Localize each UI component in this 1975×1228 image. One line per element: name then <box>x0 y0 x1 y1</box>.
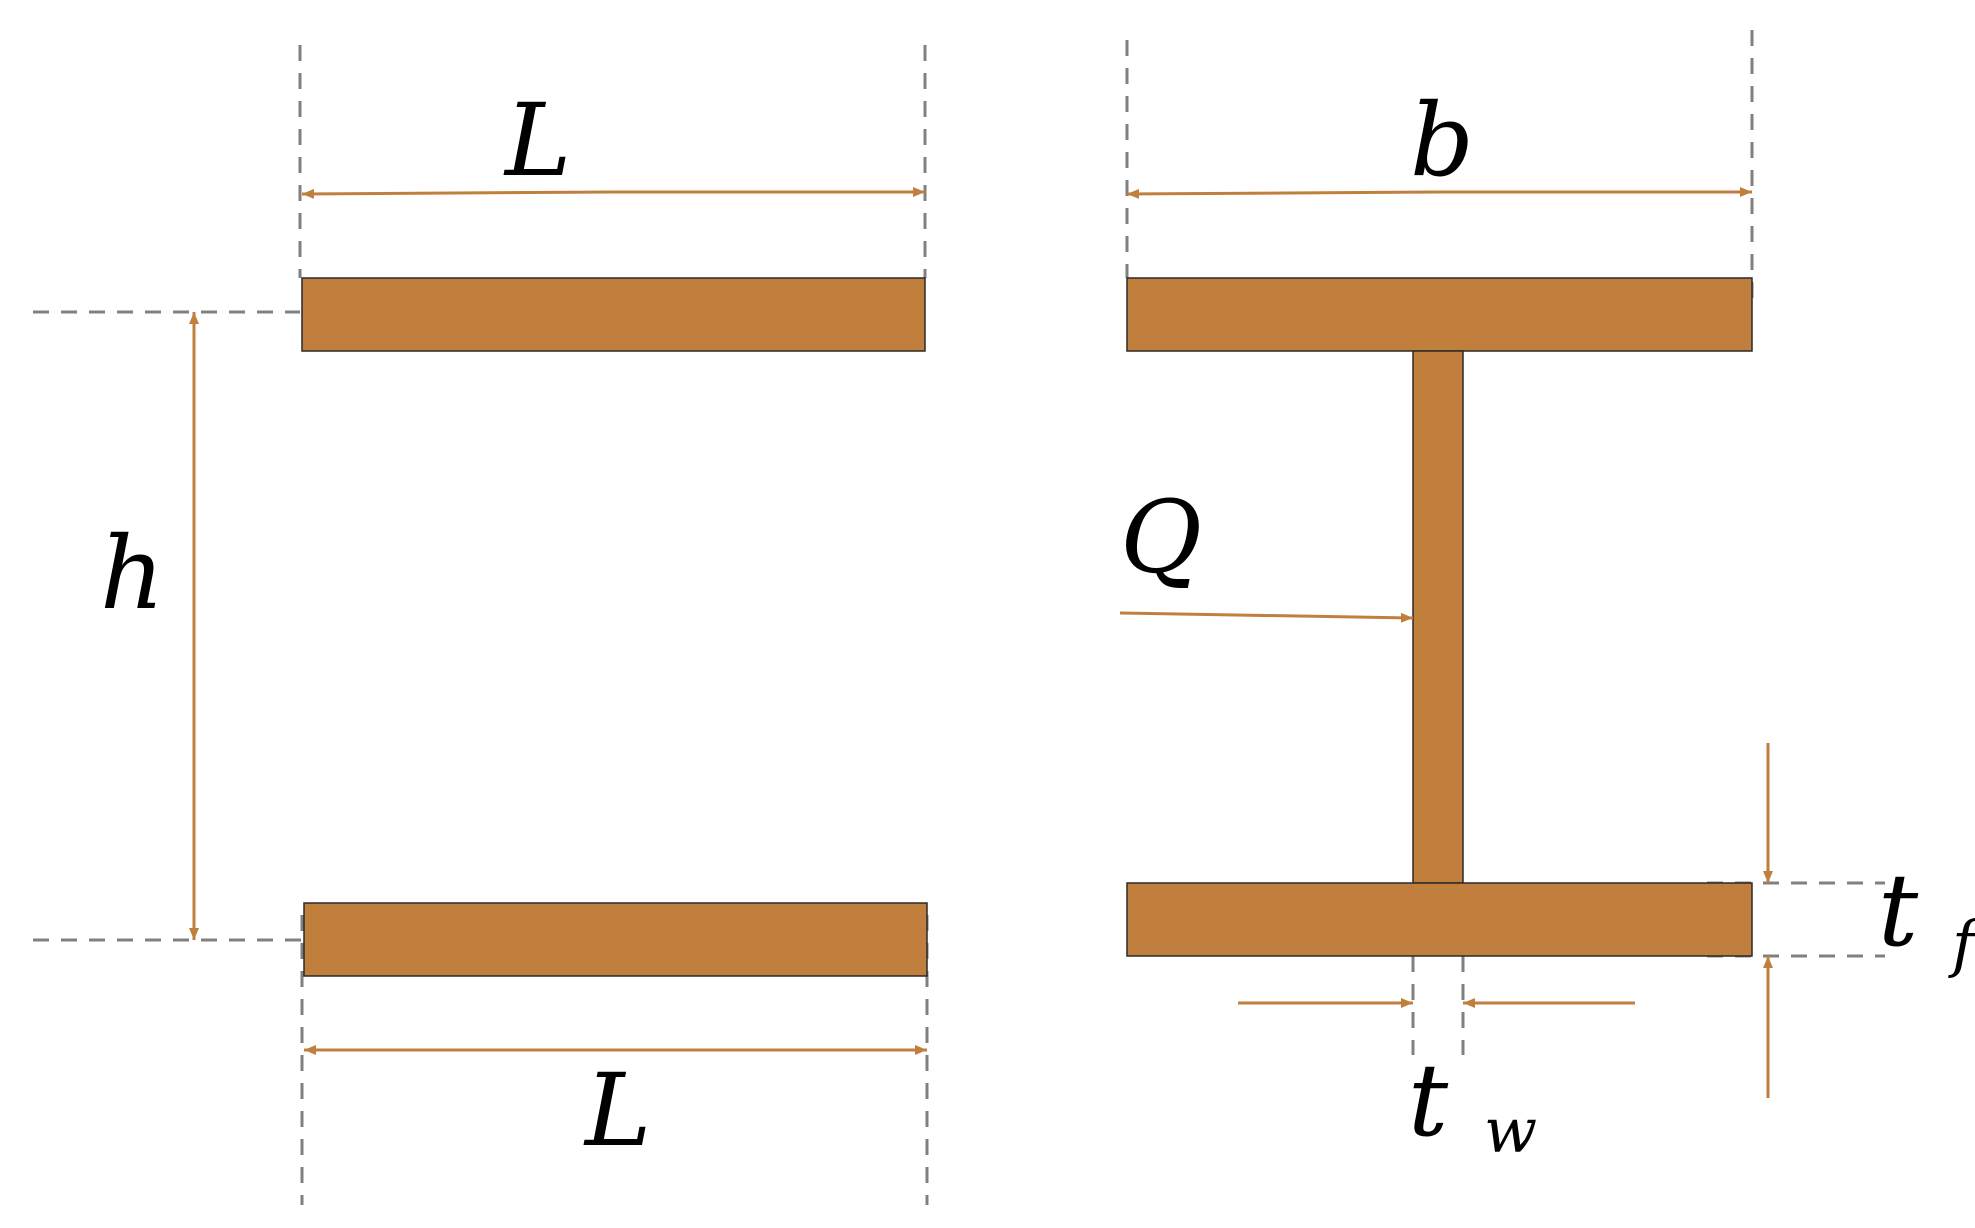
top-flange-plate <box>301 277 926 352</box>
web-thickness-label: t w <box>1408 1042 1537 1167</box>
bottom-length-label: L <box>583 1052 651 1169</box>
flange-thickness-label: t f <box>1878 852 1975 980</box>
i-beam-bottom-flange <box>1126 882 1753 957</box>
force-arrow <box>1119 611 1414 623</box>
i-beam-figure: b Q t w t f <box>1119 30 1975 1167</box>
i-beam-web <box>1412 350 1464 884</box>
bottom-flange-plate <box>303 902 928 977</box>
web-thickness-label-subscript: w <box>1484 1094 1537 1167</box>
top-length-label: L <box>503 82 571 199</box>
height-label: h <box>100 515 164 632</box>
flange-thickness-label-base: t <box>1878 852 1919 969</box>
separated-flanges-figure: L L h <box>33 45 929 1205</box>
flange-thickness-label-subscript: f <box>1948 907 1975 980</box>
force-label: Q <box>1120 479 1202 596</box>
i-beam-top-flange <box>1126 277 1753 352</box>
web-thickness-label-base: t <box>1408 1042 1449 1159</box>
top-length-dimension-left <box>301 188 613 199</box>
flange-width-label: b <box>1410 82 1474 199</box>
flange-width-dimension-left <box>1126 188 1441 199</box>
